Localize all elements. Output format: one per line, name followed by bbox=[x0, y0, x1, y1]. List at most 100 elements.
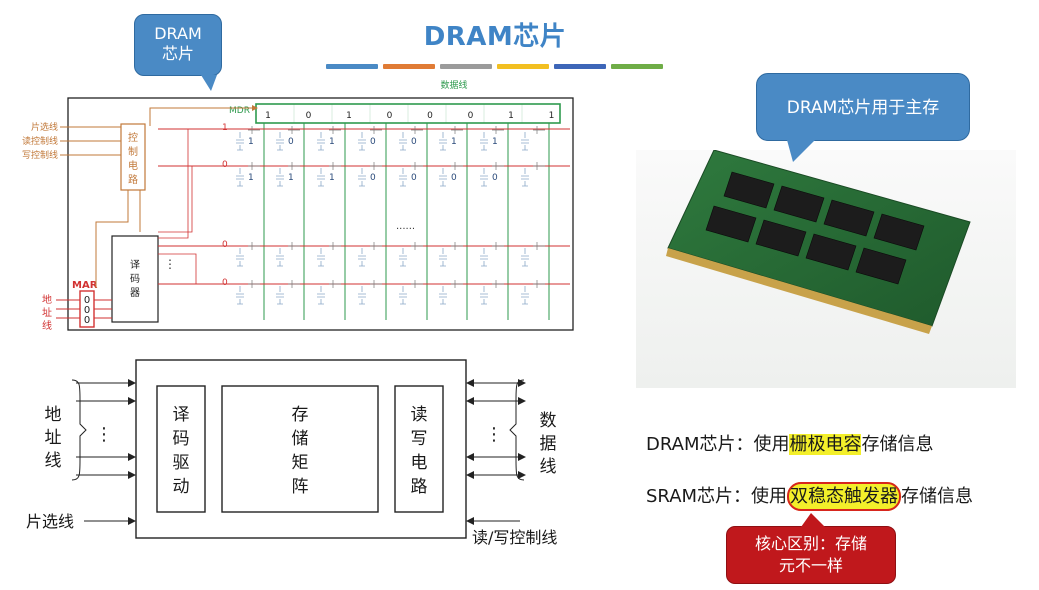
capacitor-symbol bbox=[399, 132, 407, 151]
memory-cell bbox=[358, 280, 382, 305]
memory-cell bbox=[521, 162, 545, 187]
memory-cell bbox=[317, 242, 341, 267]
address-label-char: 地 bbox=[45, 405, 62, 425]
accent-bar-segment bbox=[611, 64, 663, 69]
arrowhead bbox=[128, 453, 136, 461]
decoder-driver-char: 译 bbox=[173, 405, 190, 425]
memory-cell: 0 bbox=[480, 162, 504, 187]
memory-cell bbox=[236, 242, 260, 267]
capacitor-symbol bbox=[236, 168, 244, 187]
capacitor-symbol bbox=[439, 248, 447, 267]
dram-suffix: 存储信息 bbox=[861, 434, 934, 455]
decoder-char: 器 bbox=[130, 287, 140, 299]
transistor-symbol bbox=[370, 242, 382, 250]
control-circuit-char: 电 bbox=[128, 159, 138, 172]
data-dots: ⋮ bbox=[485, 424, 503, 445]
arrowhead bbox=[128, 397, 136, 405]
callout-line: 元不一样 bbox=[778, 556, 843, 575]
cell-value: 1 bbox=[248, 173, 254, 183]
transistor-symbol bbox=[533, 126, 545, 134]
capacitor-symbol bbox=[521, 248, 529, 267]
cell-value: 0 bbox=[492, 173, 498, 183]
data-label-char: 数 bbox=[540, 411, 557, 431]
decoder-char: 译 bbox=[130, 259, 140, 271]
memory-cell: 1 bbox=[236, 162, 260, 187]
capacitor-symbol bbox=[317, 168, 325, 187]
transistor-symbol bbox=[533, 242, 545, 250]
address-dots: ⋮ bbox=[95, 424, 113, 445]
memory-cell: 1 bbox=[236, 126, 260, 151]
transistor-symbol bbox=[248, 280, 260, 288]
sram-suffix: 存储信息 bbox=[901, 486, 974, 507]
memory-cell bbox=[439, 242, 463, 267]
transistor-symbol bbox=[370, 280, 382, 288]
mar-to-decoder bbox=[94, 299, 112, 319]
accent-bar-segment bbox=[554, 64, 606, 69]
arrowhead bbox=[466, 517, 474, 525]
arrowhead bbox=[466, 471, 474, 479]
memory-cell bbox=[521, 242, 545, 267]
address-label-char: 址 bbox=[42, 306, 52, 319]
cell-value: 1 bbox=[451, 137, 457, 147]
transistor-symbol bbox=[492, 280, 504, 288]
transistor-symbol bbox=[288, 242, 300, 250]
memory-chip bbox=[855, 247, 907, 285]
memory-cell bbox=[480, 242, 504, 267]
address-brace bbox=[71, 379, 87, 481]
cell-value: 0 bbox=[288, 137, 294, 147]
transistor-symbol bbox=[411, 280, 423, 288]
transistor-symbol bbox=[370, 162, 382, 170]
rw-control-label: 读/写控制线 bbox=[472, 528, 557, 547]
transistor-symbol bbox=[411, 126, 423, 134]
arrowhead bbox=[518, 471, 526, 479]
decoder-char: 码 bbox=[130, 273, 140, 285]
decoder-driver-box bbox=[156, 385, 206, 513]
capacitor-symbol bbox=[358, 168, 366, 187]
transistor-symbol bbox=[329, 280, 341, 288]
callout-line: 核心区别：存储 bbox=[754, 534, 867, 553]
memory-cell bbox=[521, 126, 545, 151]
mar-label: MAR bbox=[72, 280, 98, 291]
memory-cell bbox=[521, 280, 545, 305]
capacitor-symbol bbox=[480, 132, 488, 151]
transistor-symbol bbox=[288, 280, 300, 288]
storage-matrix-char: 矩 bbox=[292, 453, 309, 473]
transistor-symbol bbox=[451, 126, 463, 134]
data-brace bbox=[509, 379, 525, 481]
capacitor-symbol bbox=[521, 132, 529, 151]
memory-cell bbox=[276, 280, 300, 305]
memory-cell: 1 bbox=[317, 162, 341, 187]
memory-cell bbox=[399, 280, 423, 305]
capacitor-symbol bbox=[317, 132, 325, 151]
mdr-bit: 1 bbox=[346, 111, 352, 121]
storage-matrix-char: 存 bbox=[292, 405, 309, 425]
memory-cell: 0 bbox=[439, 162, 463, 187]
mdr-bit: 1 bbox=[265, 111, 271, 121]
memory-cell bbox=[317, 280, 341, 305]
rw-circuit-char: 路 bbox=[411, 477, 428, 497]
word-line-value: 0 bbox=[222, 160, 228, 170]
memory-cell: 0 bbox=[358, 162, 382, 187]
mdr-bit: 1 bbox=[549, 111, 555, 121]
address-label-char: 地 bbox=[42, 293, 52, 306]
control-input-label: 写控制线 bbox=[22, 149, 58, 161]
sram-prefix: SRAM芯片：使用 bbox=[646, 486, 788, 507]
memory-cell: 1 bbox=[439, 126, 463, 151]
capacitor-symbol bbox=[276, 168, 284, 187]
data-label-char: 据 bbox=[540, 434, 557, 454]
rw-circuit-char: 写 bbox=[411, 429, 428, 449]
cell-value: 1 bbox=[329, 173, 335, 183]
address-label-char: 线 bbox=[42, 319, 52, 332]
cell-value: 0 bbox=[451, 173, 457, 183]
capacitor-symbol bbox=[358, 132, 366, 151]
arrowhead bbox=[518, 453, 526, 461]
mar-bit: 0 bbox=[84, 315, 90, 326]
capacitor-symbol bbox=[521, 168, 529, 187]
mdr-arrow bbox=[149, 107, 252, 126]
capacitor-symbol bbox=[236, 286, 244, 305]
mdr-register bbox=[255, 103, 561, 124]
decoder-driver-char: 动 bbox=[173, 477, 190, 497]
mdr-bit: 1 bbox=[508, 111, 514, 121]
